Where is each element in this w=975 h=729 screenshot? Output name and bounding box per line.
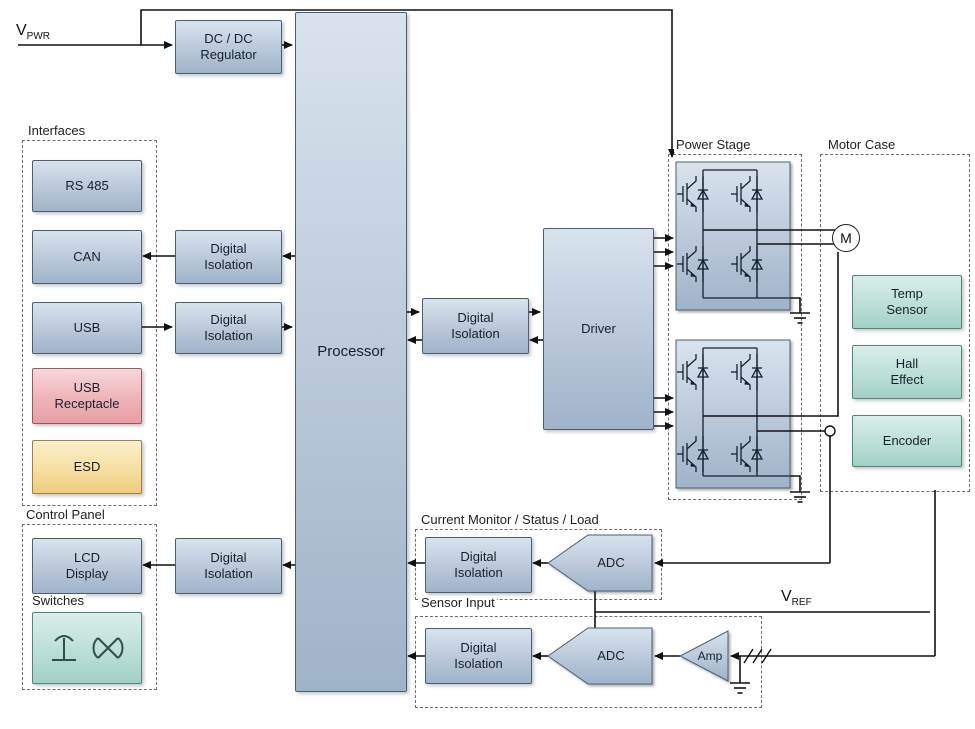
interfaces-group-label: Interfaces <box>26 123 88 138</box>
rs485-block: RS 485 <box>32 160 142 212</box>
lcd-display-block: LCD Display <box>32 538 142 594</box>
digital-isolation-driver-block: Digital Isolation <box>422 298 529 354</box>
vref-label: VREF <box>781 588 812 608</box>
usb-receptacle-block: USB Receptacle <box>32 368 142 424</box>
temp-sensor-block: Temp Sensor <box>852 275 962 329</box>
motor-case-group-label: Motor Case <box>826 137 898 152</box>
usb-block: USB <box>32 302 142 354</box>
vref-letter: V <box>781 588 792 605</box>
indicator-lamp-icon <box>92 637 124 659</box>
hall-effect-block: Hall Effect <box>852 345 962 399</box>
encoder-block: Encoder <box>852 415 962 467</box>
digital-isolation-lcd-block: Digital Isolation <box>175 538 282 594</box>
switches-block <box>32 612 142 684</box>
dcdc-regulator-block: DC / DC Regulator <box>175 20 282 74</box>
digital-isolation-current-monitor-block: Digital Isolation <box>425 537 532 593</box>
vpwr-label: VPWR <box>16 22 50 42</box>
vpwr-letter: V <box>16 22 27 39</box>
switch-icons <box>33 613 141 683</box>
toggle-switch-icon <box>52 635 76 661</box>
vpwr-subscript: PWR <box>26 31 51 43</box>
power-stage-group-label: Power Stage <box>674 137 753 152</box>
esd-block: ESD <box>32 440 142 494</box>
processor-block: Processor <box>295 12 407 692</box>
switch-icons-art <box>52 635 124 661</box>
current-monitor-group-label: Current Monitor / Status / Load <box>419 512 601 527</box>
motor-symbol: M <box>832 224 860 252</box>
power-stage-group-box <box>668 154 802 500</box>
digital-isolation-sensor-block: Digital Isolation <box>425 628 532 684</box>
interfaces-group-box <box>22 140 157 506</box>
switches-label: Switches <box>30 593 87 608</box>
can-block: CAN <box>32 230 142 284</box>
control-panel-group-label: Control Panel <box>24 507 107 522</box>
sensor-input-group-label: Sensor Input <box>419 595 497 610</box>
driver-block: Driver <box>543 228 654 430</box>
digital-isolation-can-block: Digital Isolation <box>175 230 282 284</box>
vref-subscript: REF <box>791 597 812 609</box>
control-panel-group-box <box>22 524 157 690</box>
digital-isolation-usb-block: Digital Isolation <box>175 302 282 354</box>
